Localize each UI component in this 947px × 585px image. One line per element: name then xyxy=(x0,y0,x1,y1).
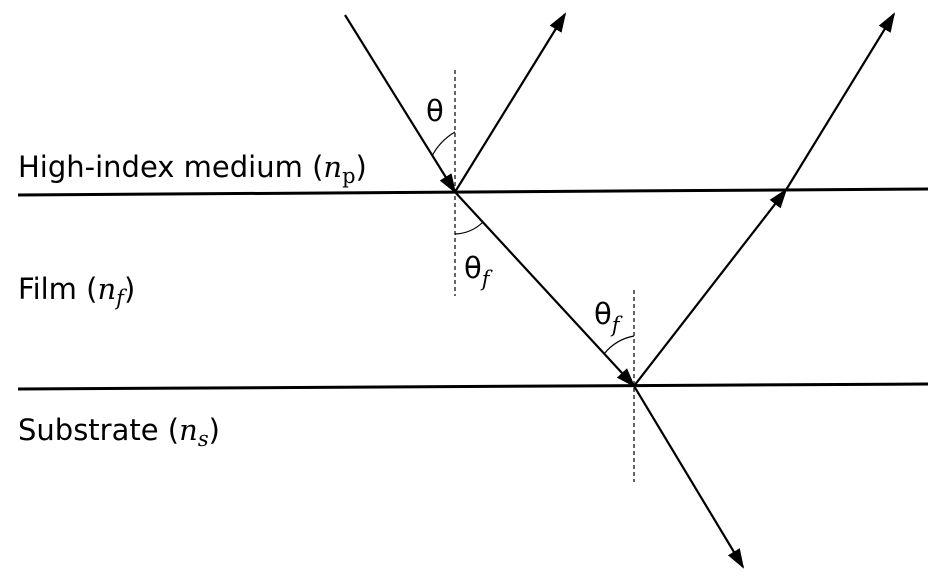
exit-ray-upper xyxy=(785,12,896,191)
transmitted-ray xyxy=(633,385,745,569)
film-incident-angle-label: θf xyxy=(594,297,623,337)
incident-angle-arc xyxy=(431,131,456,157)
lower-interface xyxy=(17,382,929,391)
incident-angle-label: θ xyxy=(426,94,444,128)
film-incident-angle-arc xyxy=(603,335,635,355)
film-label: Film (nf) xyxy=(18,272,135,310)
high-index-medium-label: High-index medium (np) xyxy=(18,150,367,188)
refracted-angle-arc xyxy=(454,221,484,235)
incident-ray xyxy=(344,14,457,194)
substrate-label: Substrate (ns) xyxy=(18,413,220,451)
internal-reflected-ray xyxy=(633,188,788,387)
upper-interface xyxy=(17,187,929,197)
reflected-ray xyxy=(454,12,567,193)
refracted-angle-label: θf xyxy=(464,251,493,291)
